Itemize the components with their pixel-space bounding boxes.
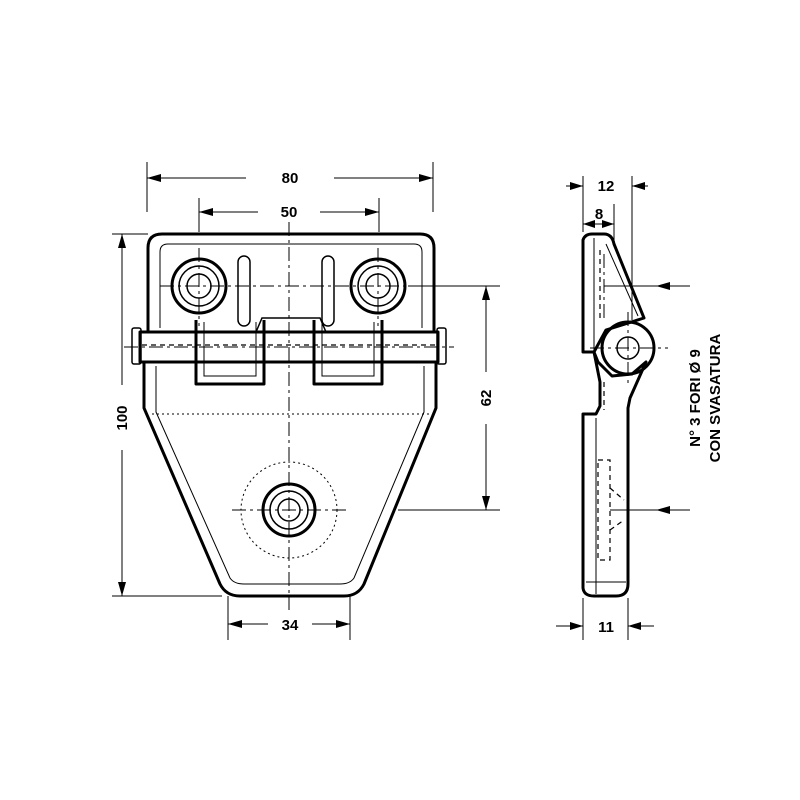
upper-leaf-outline [146, 232, 436, 332]
knuckle-tab-left [194, 320, 266, 386]
dim-100: 100 [114, 405, 131, 430]
slot-left [237, 255, 251, 327]
dim-50: 50 [281, 204, 298, 221]
front-view [124, 222, 454, 610]
knuckle-tab-right [312, 320, 384, 386]
dim-11: 11 [598, 619, 614, 636]
pin-end-right [436, 327, 447, 365]
side-upper-leaf [581, 232, 646, 354]
center-notch [255, 317, 327, 333]
pin-end-left [131, 327, 142, 365]
lower-leaf-outline [142, 362, 438, 598]
knuckle-tab-left-inner [203, 322, 257, 377]
slot-right [321, 255, 335, 327]
upper-leaf-inner [159, 243, 423, 328]
knuckle-tab-right-inner [321, 322, 375, 377]
holes-note-line1: N° 3 FORI Ø 9 [687, 349, 704, 447]
dim-62: 62 [478, 390, 495, 407]
lower-leaf-inner [155, 366, 425, 585]
dim-8: 8 [595, 206, 603, 223]
dim-80: 80 [282, 170, 299, 187]
holes-note-line2: CON SVASATURA [707, 334, 724, 463]
dim-34: 34 [282, 617, 299, 634]
dim-12: 12 [598, 178, 615, 195]
side-view [581, 232, 668, 598]
dimensions-front: 80 50 100 62 34 [112, 162, 500, 640]
side-lower-leaf [581, 351, 648, 598]
dimensions-side: 12 8 11 N° 3 FORI Ø 9 CON SVASATURA [556, 176, 724, 640]
